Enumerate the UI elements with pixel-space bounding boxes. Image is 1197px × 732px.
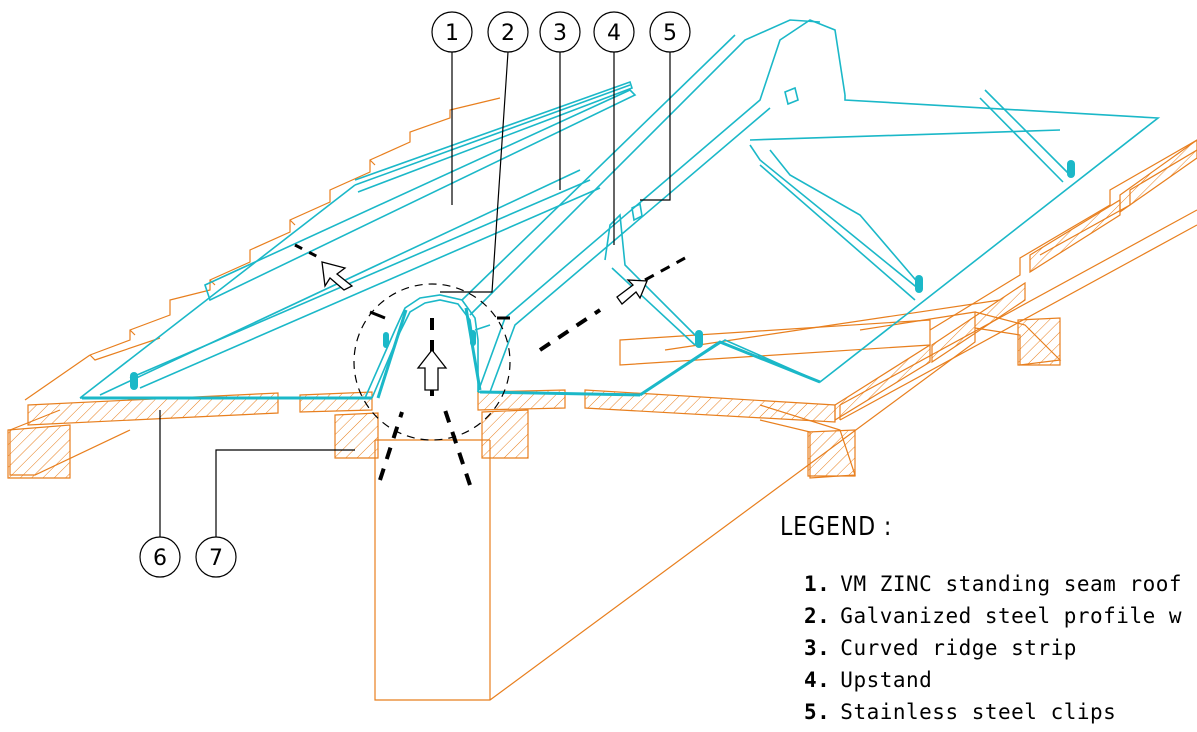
callout-2: 2 bbox=[487, 11, 529, 53]
callout-7: 7 bbox=[195, 536, 237, 578]
svg-text:3: 3 bbox=[553, 21, 567, 46]
svg-text:4: 4 bbox=[607, 21, 621, 46]
svg-text:6: 6 bbox=[153, 546, 167, 571]
callout-4: 4 bbox=[593, 11, 635, 53]
callouts: 1 2 3 4 5 6 7 bbox=[139, 11, 691, 578]
callout-5: 5 bbox=[649, 11, 691, 53]
legend-title: LEGEND : bbox=[780, 512, 893, 542]
legend-item-number: 1. bbox=[804, 572, 831, 596]
svg-text:5: 5 bbox=[663, 21, 677, 46]
legend-item: 1. VM ZINC standing seam roof bbox=[804, 568, 1182, 600]
ventilation-detail-circle bbox=[353, 283, 511, 441]
legend-item-number: 4. bbox=[804, 668, 831, 692]
svg-text:7: 7 bbox=[209, 546, 223, 571]
legend-item-text: Curved ridge strip bbox=[840, 636, 1077, 660]
legend-list: 1. VM ZINC standing seam roof 2. Galvanize… bbox=[804, 568, 1182, 728]
legend-item-number: 3. bbox=[804, 636, 831, 660]
zinc-edges bbox=[82, 307, 821, 400]
legend-item-text: Galvanized steel profile w bbox=[840, 604, 1183, 628]
callout-3: 3 bbox=[539, 11, 581, 53]
zinc-roofing bbox=[79, 19, 1161, 399]
legend-item-text: VM ZINC standing seam roof bbox=[840, 572, 1183, 596]
legend-item: 3. Curved ridge strip bbox=[804, 632, 1182, 664]
legend: LEGEND : 1. VM ZINC standing seam roof 2.… bbox=[780, 512, 1182, 728]
annotations bbox=[159, 51, 686, 538]
seam-caps bbox=[130, 160, 1075, 390]
callout-6: 6 bbox=[139, 536, 181, 578]
legend-item-number: 2. bbox=[804, 604, 831, 628]
callout-1: 1 bbox=[431, 11, 473, 53]
hatched-timber bbox=[7, 139, 1197, 479]
svg-text:2: 2 bbox=[501, 21, 515, 46]
legend-item: 2. Galvanized steel profile w bbox=[804, 600, 1182, 632]
legend-item-text: Stainless steel clips bbox=[840, 700, 1117, 724]
legend-item-text: Upstand bbox=[840, 668, 933, 692]
legend-item-number: 5. bbox=[804, 700, 831, 724]
legend-item: 5. Stainless steel clips bbox=[804, 696, 1182, 728]
legend-item: 4. Upstand bbox=[804, 664, 1182, 696]
svg-text:1: 1 bbox=[445, 21, 459, 46]
